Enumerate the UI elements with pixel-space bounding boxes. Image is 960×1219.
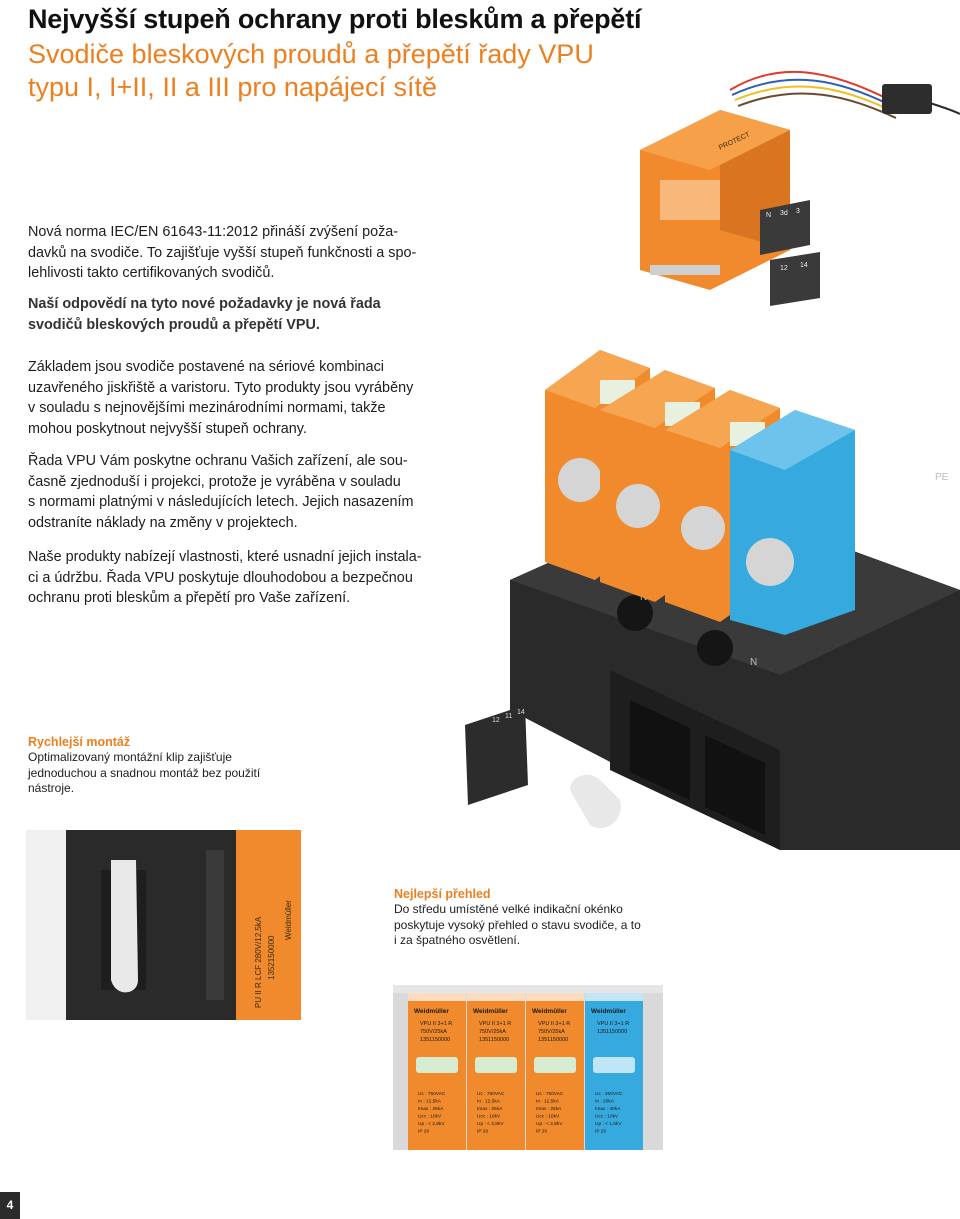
svg-text:Weidmüller: Weidmüller — [284, 900, 293, 940]
front-module-brand: Weidmüller — [532, 1008, 567, 1015]
product-photo-clip-detail: PU II R LCF 280V/12,5kA 1352150000 Weidm… — [26, 830, 301, 1020]
intro-paragraph-5: Naše produkty nabízejí vlastnosti, které… — [28, 549, 422, 606]
feature-overview: Nejlepší přehled Do středu umístěné velk… — [394, 887, 694, 949]
front-module-brand: Weidmüller — [591, 1008, 626, 1015]
subtitle-line-2: typu I, I+II, II a III pro napájecí sítě — [28, 72, 437, 102]
svg-text:11: 11 — [505, 713, 512, 720]
front-module-spec: Up : < 2,8kV — [418, 1121, 445, 1127]
status-indicator-window — [593, 1057, 635, 1073]
front-module-top-label — [408, 993, 466, 1001]
svg-text:14: 14 — [517, 709, 525, 716]
front-module-spec: IP 20 — [418, 1129, 429, 1135]
front-module-spec: Uc : 750VAC — [536, 1091, 564, 1097]
clip-module-orange — [236, 830, 301, 1020]
module-blue — [730, 410, 855, 635]
front-module-spec: Up : < 1,5kV — [595, 1121, 622, 1127]
front-module-type-label: VPU II 3+1 R — [538, 1021, 570, 1027]
front-module-spec: Uc : 750VAC — [477, 1091, 505, 1097]
status-indicator-window — [534, 1057, 576, 1073]
front-module-spec: Imax : 25kA — [418, 1106, 444, 1112]
svg-text:PE: PE — [935, 472, 949, 483]
front-module-spec: In : 20kA — [595, 1099, 615, 1105]
front-module-spec: In : 12,5kA — [418, 1099, 442, 1105]
front-module-spec: Up : < 2,8kV — [536, 1121, 563, 1127]
front-module-type-label: VPU II 3+1 R — [597, 1021, 629, 1027]
page-subtitle: Svodiče bleskových proudů a přepětí řady… — [28, 38, 594, 104]
wire-connector — [882, 84, 932, 114]
din-rail — [650, 265, 720, 275]
svg-text:PU II R LCF 280V/12,5kA: PU II R LCF 280V/12,5kA — [254, 916, 263, 1008]
front-module-spec: Imax : 40kA — [595, 1106, 621, 1112]
feature-overview-text: Do středu umístěné velké indikační okénk… — [394, 902, 641, 948]
feature-mounting-text: Optimalizovaný montážní klip zajišťuje j… — [28, 750, 261, 796]
product-photo-small-module: PROTECT N 3d 3 12 14 — [640, 70, 960, 306]
front-module-spec: Ucc : 10kV — [477, 1114, 501, 1120]
terminal-block-bottom — [770, 252, 820, 306]
intro-paragraph-2-bold: Naší odpovědí na tyto nové požadavky je … — [28, 296, 381, 333]
front-module-spec: Uc : 260VAC — [595, 1091, 623, 1097]
base-slot-1 — [630, 700, 690, 800]
front-module-spec: Imax : 25kA — [477, 1106, 503, 1112]
front-module-type-label: 1351150000 — [597, 1029, 627, 1035]
svg-text:N: N — [750, 657, 757, 668]
front-module-spec: IP 20 — [595, 1129, 606, 1135]
status-indicator-window — [416, 1057, 458, 1073]
front-module-spec: Up : < 2,8kV — [477, 1121, 504, 1127]
svg-text:14: 14 — [800, 262, 808, 269]
page-number: 4 — [0, 1192, 20, 1219]
front-module-spec: Uc : 750VAC — [418, 1091, 446, 1097]
svg-text:1352150000: 1352150000 — [267, 935, 276, 980]
front-module-type-label: 1351150000 — [479, 1037, 509, 1043]
page-title: Nejvyšší stupeň ochrany proti bleskům a … — [28, 4, 642, 34]
front-module-brand: Weidmüller — [414, 1008, 449, 1015]
terminal-block-top — [760, 200, 810, 255]
front-module-spec: Ucc : 10kV — [536, 1114, 560, 1120]
svg-text:3: 3 — [796, 208, 800, 215]
signal-connector — [465, 705, 528, 805]
white-clip — [111, 860, 138, 993]
wire-bundle — [729, 70, 960, 119]
feature-mounting-title: Rychlejší montáž — [28, 735, 131, 749]
front-module-top-label — [526, 993, 584, 1001]
feature-overview-title: Nejlepší přehled — [394, 887, 491, 901]
intro-paragraph-4: Řada VPU Vám poskytne ochranu Vašich zař… — [28, 453, 414, 531]
front-module-spec: IP 20 — [477, 1129, 488, 1135]
feature-mounting: Rychlejší montáž Optimalizovaný montážní… — [28, 735, 318, 797]
svg-text:3d: 3d — [780, 210, 788, 217]
intro-paragraph-1: Nová norma IEC/EN 61643-11:2012 přináší … — [28, 224, 417, 281]
front-module-spec: In : 12,5kA — [477, 1099, 501, 1105]
product-photo-main-arrester: N N PE 12 11 14 — [465, 350, 960, 850]
front-module-spec: In : 12,5kA — [536, 1099, 560, 1105]
front-module-spec: IP 20 — [536, 1129, 547, 1135]
intro-paragraph-3: Základem jsou svodiče postavené na sério… — [28, 359, 414, 437]
svg-text:12: 12 — [492, 717, 500, 724]
base-screw-2 — [697, 630, 733, 666]
front-module-type-label: VPU II 3+1 R — [420, 1021, 452, 1027]
front-module-type-label: 1351150000 — [420, 1037, 450, 1043]
front-module-spec: Imax : 25kA — [536, 1106, 562, 1112]
front-module-type-label: 750V/25kA — [420, 1029, 447, 1035]
base-slot-2 — [705, 735, 765, 835]
svg-text:N: N — [766, 212, 771, 219]
front-module-top-label — [467, 993, 525, 1001]
subtitle-line-1: Svodiče bleskových proudů a přepětí řady… — [28, 39, 594, 69]
front-module-brand: Weidmüller — [473, 1008, 508, 1015]
front-module-type-label: 1351150000 — [538, 1037, 568, 1043]
front-module-type-label: 750V/25kA — [479, 1029, 506, 1035]
front-module-spec: Ucc : 10kV — [418, 1114, 442, 1120]
front-module-top-label — [585, 993, 643, 1001]
front-module-type-label: VPU II 3+1 R — [479, 1021, 511, 1027]
mounting-clip — [570, 774, 621, 829]
front-module-spec: Ucc : 10kV — [595, 1114, 619, 1120]
front-module-type-label: 750V/25kA — [538, 1029, 565, 1035]
svg-text:12: 12 — [780, 265, 788, 272]
base-screw-1 — [617, 595, 653, 631]
status-indicator-window — [475, 1057, 517, 1073]
